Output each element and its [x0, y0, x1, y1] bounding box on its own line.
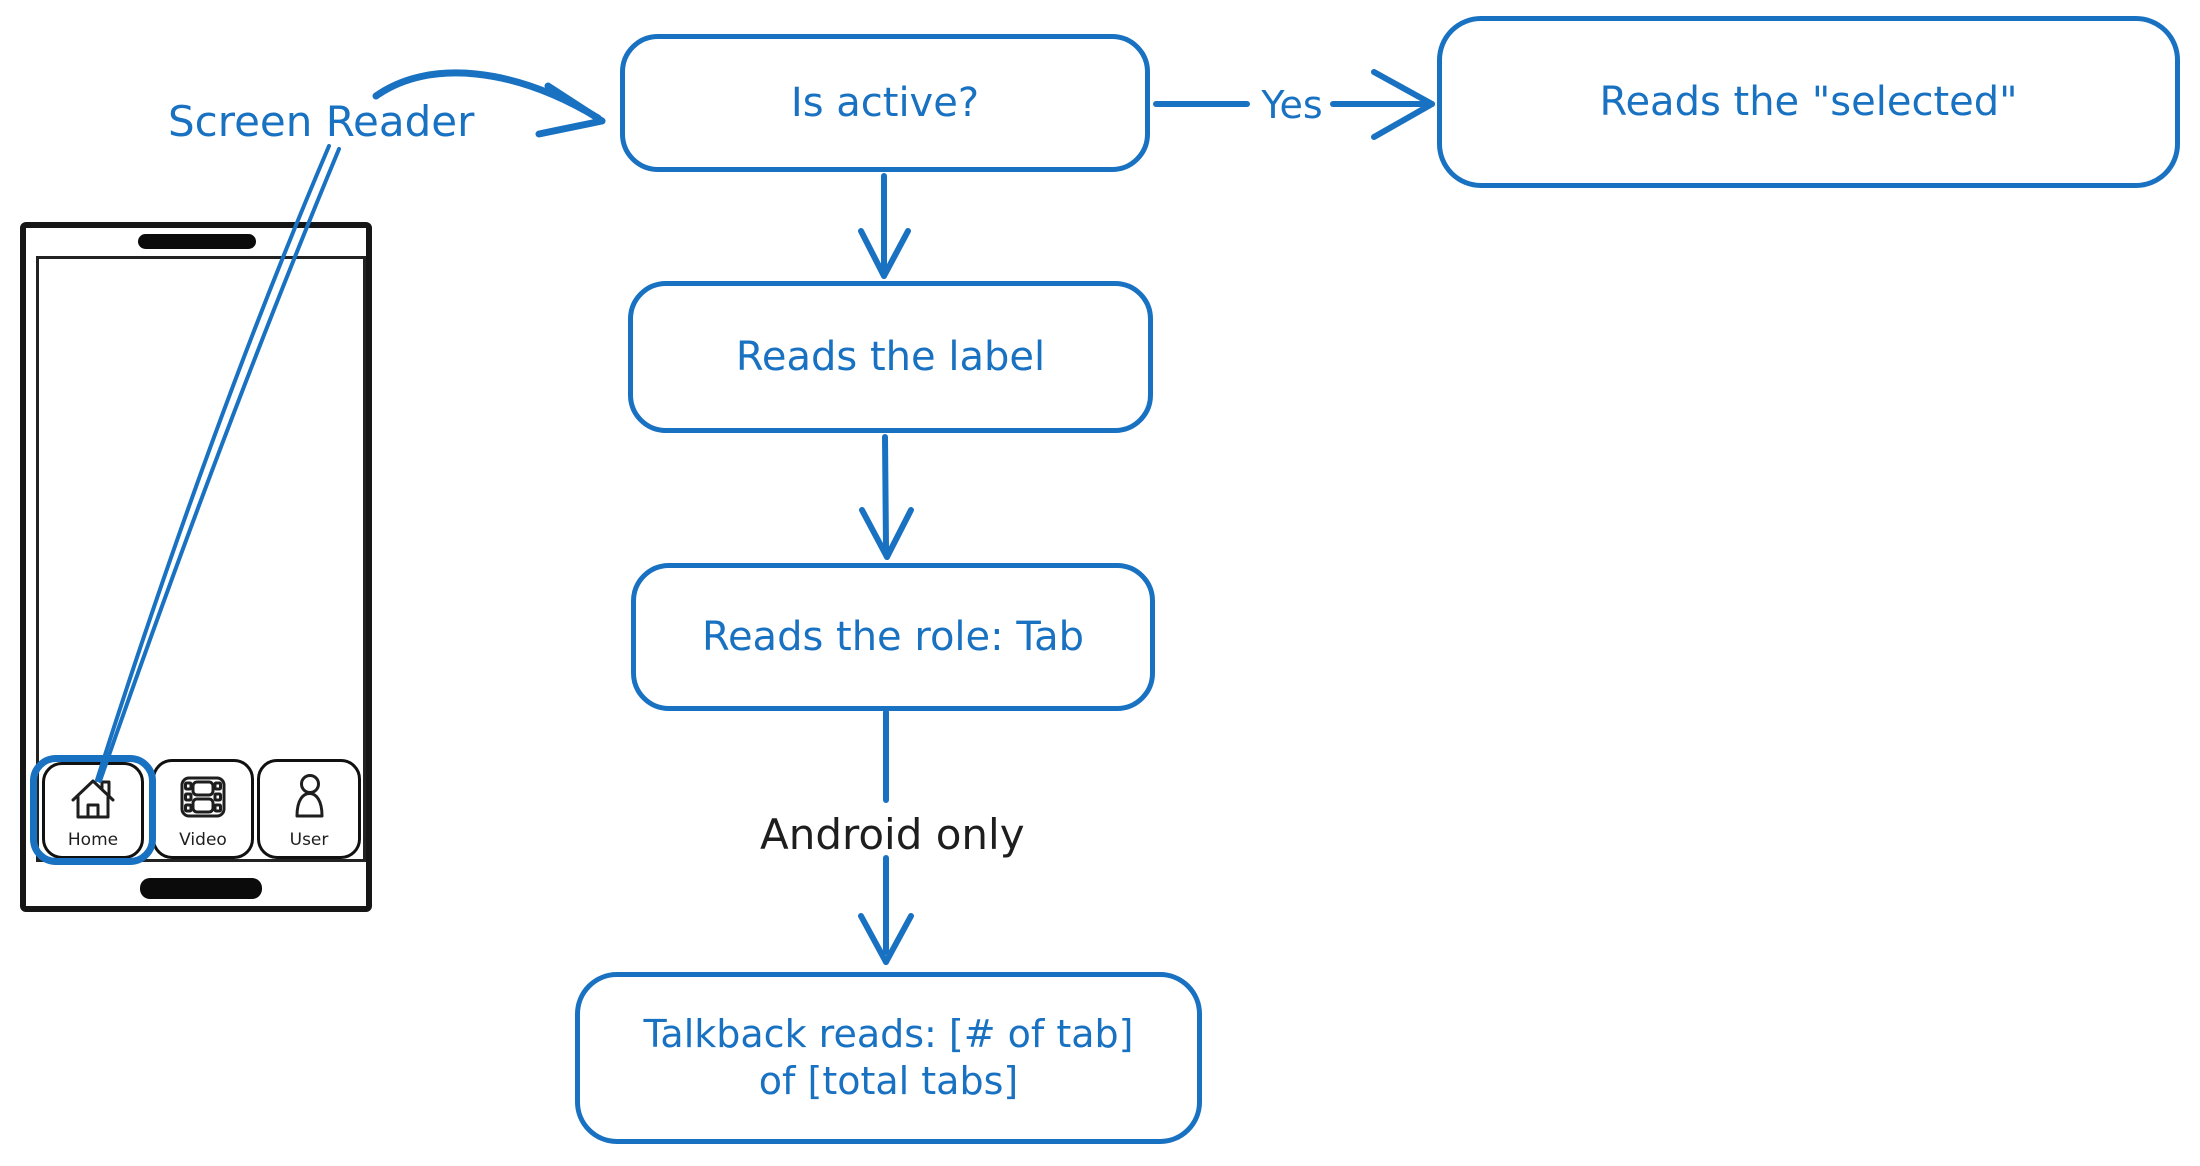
- home-icon: [66, 765, 120, 832]
- edge-label-android-only: Android only: [760, 810, 1025, 859]
- node-talkback-reads: Talkback reads: [# of tab] of [total tab…: [575, 972, 1202, 1144]
- screen-reader-label: Screen Reader: [168, 97, 475, 146]
- node-reads-role: Reads the role: Tab: [631, 563, 1155, 711]
- phone-mockup: Home Video: [20, 222, 372, 912]
- tab-user: User: [257, 759, 361, 859]
- selected-tab-highlight: [30, 755, 156, 865]
- tab-video-label: Video: [179, 830, 227, 850]
- node-reads-label-text: Reads the label: [735, 334, 1046, 380]
- node-reads-label: Reads the label: [628, 281, 1153, 433]
- tab-user-label: User: [289, 830, 329, 850]
- node-reads-selected: Reads the "selected": [1437, 16, 2180, 188]
- arrow-reads-label-to-reads-role: [859, 434, 914, 560]
- tab-video: Video: [152, 759, 254, 859]
- video-icon: [176, 762, 230, 832]
- tab-home-label: Home: [67, 830, 119, 850]
- phone-speaker: [138, 234, 256, 249]
- edge-label-yes: Yes: [1261, 83, 1323, 127]
- node-is-active-text: Is active?: [790, 80, 980, 126]
- user-icon: [282, 762, 336, 832]
- node-reads-role-text: Reads the role: Tab: [701, 614, 1085, 660]
- arrow-is-active-to-reads-label: [858, 173, 911, 279]
- node-reads-selected-text: Reads the "selected": [1599, 79, 2018, 125]
- node-is-active: Is active?: [620, 34, 1150, 172]
- node-talkback-text-line1: Talkback reads: [# of tab]: [643, 1011, 1134, 1056]
- node-talkback-text-line2: of [total tabs]: [758, 1059, 1019, 1103]
- phone-home-indicator: [140, 878, 262, 899]
